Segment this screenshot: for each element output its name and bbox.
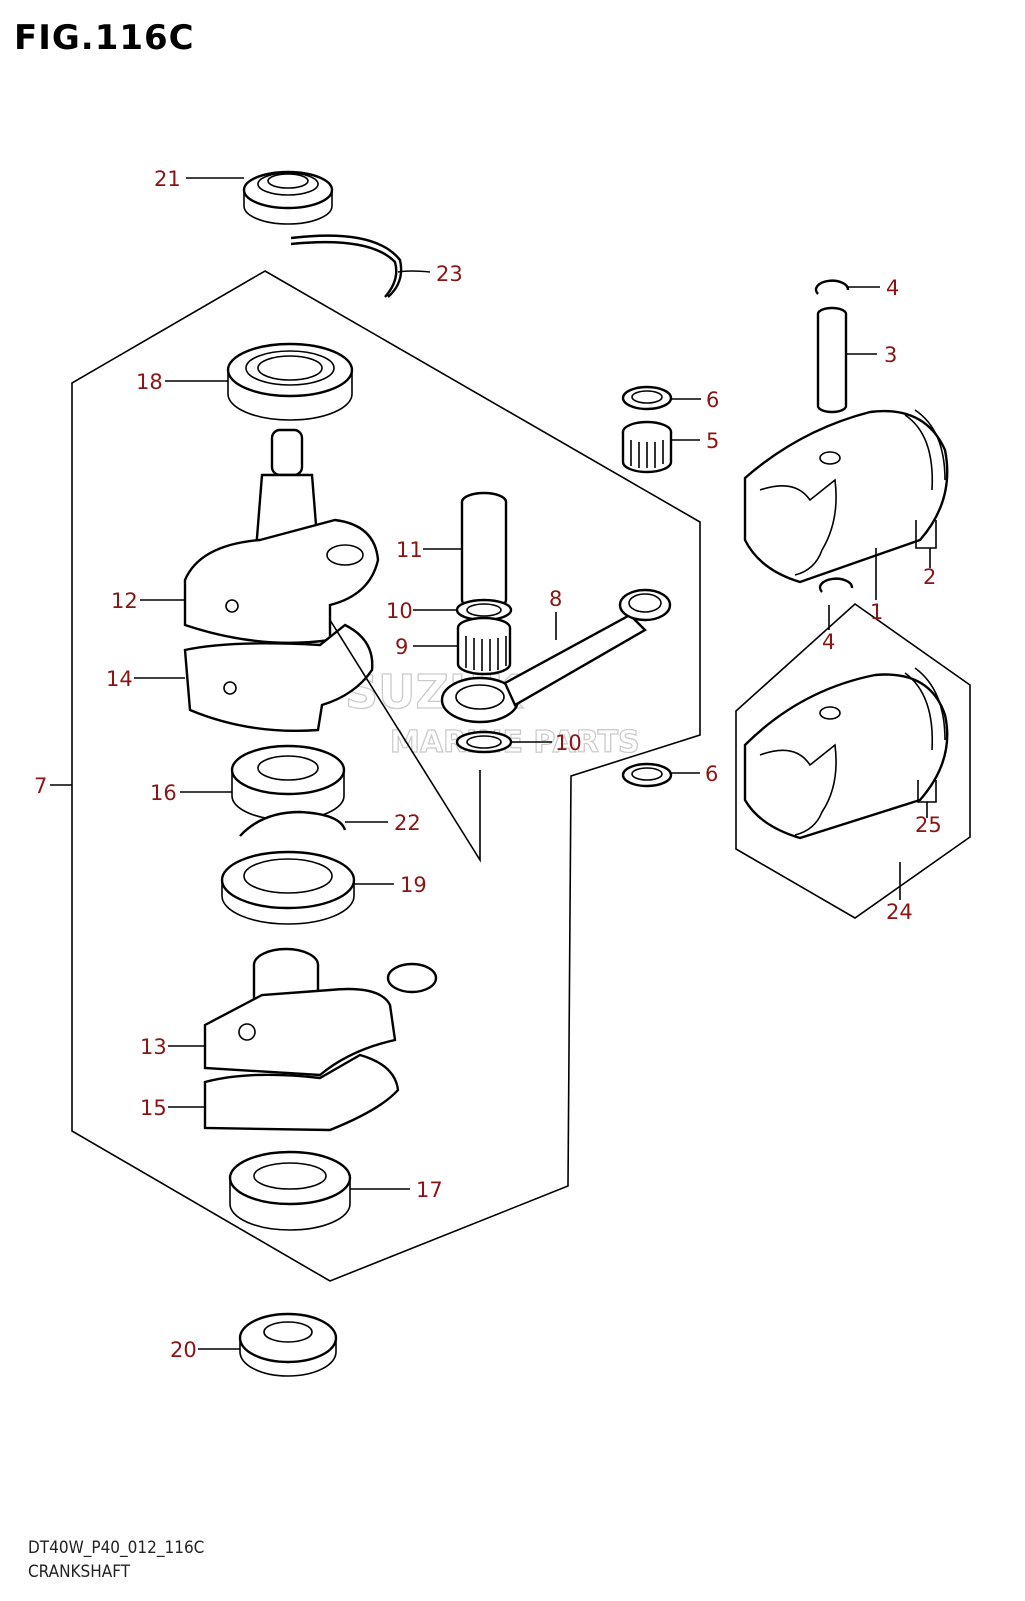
callout-8[interactable]: 8 [549,587,562,611]
callout-17[interactable]: 17 [416,1178,443,1202]
washer-6-upper[interactable] [621,385,673,411]
leader-lines [50,177,931,1350]
circlip-4-upper[interactable] [814,279,850,295]
callout-4-upper[interactable]: 4 [886,276,899,300]
callout-10-upper[interactable]: 10 [386,599,413,623]
callout-1[interactable]: 1 [870,600,883,624]
callout-23[interactable]: 23 [436,262,463,286]
ball-bearing-16[interactable] [230,744,346,821]
callout-6-upper[interactable]: 6 [706,388,719,412]
callout-24[interactable]: 24 [886,900,913,924]
ring-22[interactable] [239,810,347,837]
oil-seal-19[interactable] [220,850,356,925]
needle-bearing-9[interactable] [456,616,512,676]
crankshaft-assembly-outline [71,270,701,1282]
piston-1[interactable] [743,409,949,584]
diagram-code: DT40W_P40_012_116C [28,1538,205,1558]
callout-labels: 21 23 18 11 12 10 9 8 14 10 7 16 22 19 1… [34,167,942,1362]
piston-ring-2[interactable] [915,520,937,549]
needle-bearing-5[interactable] [621,420,673,474]
callout-6-lower[interactable]: 6 [705,762,718,786]
callout-9[interactable]: 9 [395,635,408,659]
crankshaft-lower[interactable] [203,947,438,1132]
callout-7[interactable]: 7 [34,774,47,798]
ball-bearing-17[interactable] [228,1150,352,1231]
circlip-23[interactable] [290,234,403,298]
piston-kit-24[interactable] [743,667,949,840]
thrust-washer-10-lower[interactable] [455,730,513,754]
callout-15[interactable]: 15 [140,1096,167,1120]
callout-4-lower[interactable]: 4 [822,630,835,654]
ball-bearing-18[interactable] [226,342,354,421]
figure-title: FIG.116C [14,18,195,58]
callout-25[interactable]: 25 [915,813,942,837]
crankshaft-upper[interactable] [183,428,380,733]
callout-5[interactable]: 5 [706,429,719,453]
oil-seal-21[interactable] [242,170,334,225]
callout-11[interactable]: 11 [396,538,423,562]
piston-pin-3[interactable] [816,306,848,414]
callout-3[interactable]: 3 [884,343,897,367]
callout-18[interactable]: 18 [136,370,163,394]
callout-2[interactable]: 2 [923,565,936,589]
crank-pin-11[interactable] [460,491,508,611]
washer-6-lower[interactable] [621,762,673,788]
callout-21[interactable]: 21 [154,167,181,191]
diagram-name: CRANKSHAFT [28,1562,131,1582]
callout-22[interactable]: 22 [394,811,421,835]
callout-20[interactable]: 20 [170,1338,197,1362]
callout-13[interactable]: 13 [140,1035,167,1059]
callout-16[interactable]: 16 [150,781,177,805]
callout-19[interactable]: 19 [400,873,427,897]
callout-10-lower[interactable]: 10 [555,731,582,755]
callout-14[interactable]: 14 [106,667,133,691]
connecting-rod-8[interactable] [440,588,672,724]
circlip-4-lower[interactable] [818,577,854,593]
piston-kit-outline [735,602,971,919]
oil-seal-20[interactable] [238,1312,338,1377]
callout-12[interactable]: 12 [111,589,138,613]
